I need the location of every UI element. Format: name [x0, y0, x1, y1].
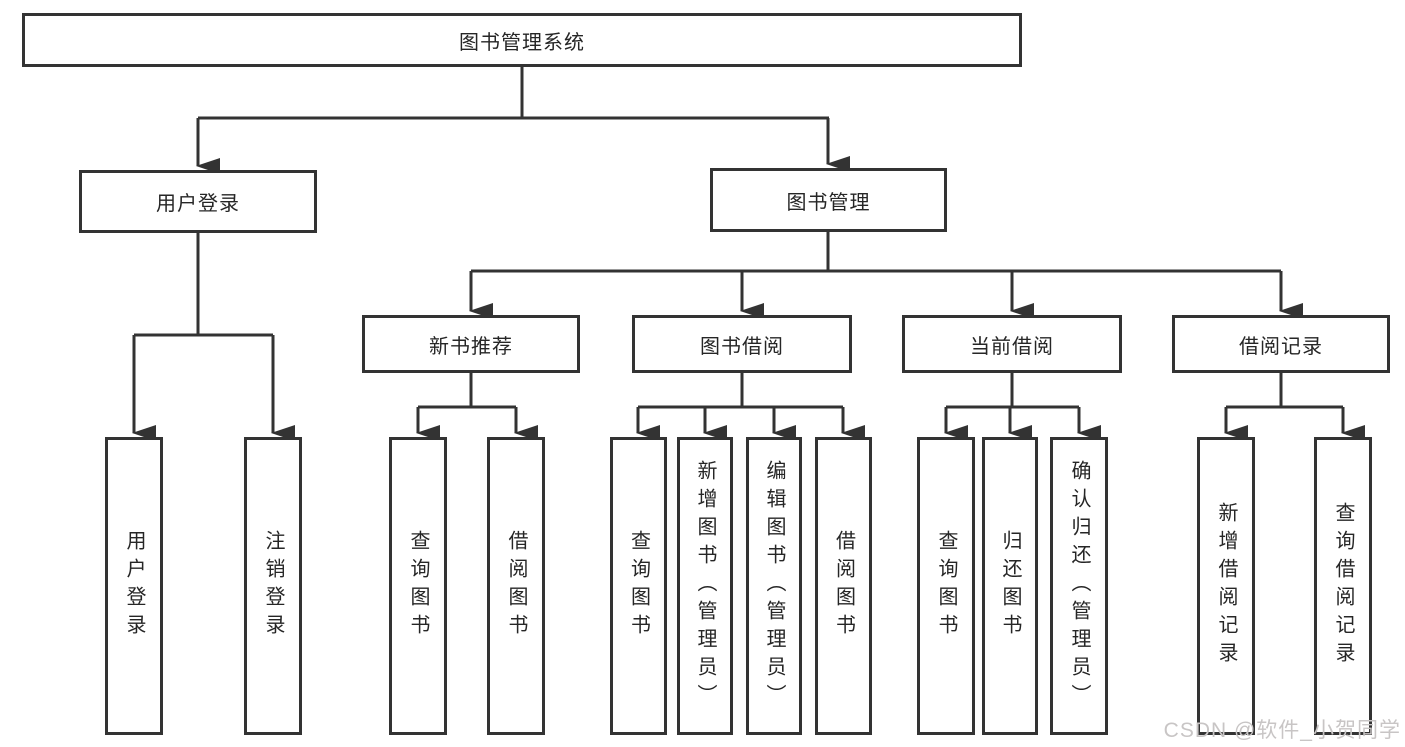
node-label: 图书借阅 [700, 335, 784, 358]
leaf-logout-login: 注销登录 [244, 437, 302, 735]
leaf-borrowing-query-book: 查询图书 [610, 437, 667, 735]
node-label: 图书管理 [786, 191, 871, 214]
leaf-label: 查询图书 [407, 530, 429, 642]
leaf-current-confirm-return-admin: 确认归还（管理员） [1050, 437, 1108, 735]
leaf-label: 新增图书（管理员） [694, 460, 716, 712]
leaf-label: 注销登录 [262, 530, 284, 642]
leaf-borrowing-borrow-book: 借阅图书 [815, 437, 872, 735]
leaf-records-query-borrow-record: 查询借阅记录 [1314, 437, 1372, 735]
node-label: 新书推荐 [429, 335, 513, 358]
leaf-current-return-book: 归还图书 [982, 437, 1038, 735]
node-user-login: 用户登录 [79, 170, 317, 233]
leaf-label: 用户登录 [123, 530, 145, 642]
leaf-label: 查询图书 [627, 530, 650, 642]
node-book-borrowing: 图书借阅 [632, 315, 852, 373]
leaf-recommend-query-book: 查询图书 [389, 437, 447, 735]
leaf-records-add-borrow-record: 新增借阅记录 [1197, 437, 1255, 735]
node-label: 借阅记录 [1239, 335, 1323, 358]
leaf-label: 查询借阅记录 [1332, 502, 1354, 670]
node-label: 当前借阅 [970, 335, 1054, 358]
leaf-label: 借阅图书 [505, 530, 527, 642]
leaf-label: 归还图书 [999, 530, 1021, 642]
leaf-label: 确认归还（管理员） [1068, 460, 1090, 712]
node-current-borrowing: 当前借阅 [902, 315, 1122, 373]
leaf-user-login: 用户登录 [105, 437, 163, 735]
node-book-management: 图书管理 [710, 168, 947, 232]
node-new-book-recommendation: 新书推荐 [362, 315, 580, 373]
leaf-label: 借阅图书 [832, 530, 855, 642]
node-library-management-system: 图书管理系统 [22, 13, 1022, 67]
leaf-recommend-borrow-book: 借阅图书 [487, 437, 545, 735]
csdn-watermark: CSDN @软件_小贺同学 [1163, 719, 1401, 742]
node-borrowing-records: 借阅记录 [1172, 315, 1390, 373]
leaf-borrowing-add-book-admin: 新增图书（管理员） [677, 437, 733, 735]
leaf-borrowing-edit-book-admin: 编辑图书（管理员） [746, 437, 802, 735]
node-label: 图书管理系统 [459, 31, 585, 54]
node-label: 用户登录 [156, 193, 240, 215]
leaf-current-query-book: 查询图书 [917, 437, 975, 735]
leaf-label: 编辑图书（管理员） [763, 460, 785, 712]
leaf-label: 查询图书 [935, 530, 957, 642]
leaf-label: 新增借阅记录 [1215, 502, 1237, 670]
